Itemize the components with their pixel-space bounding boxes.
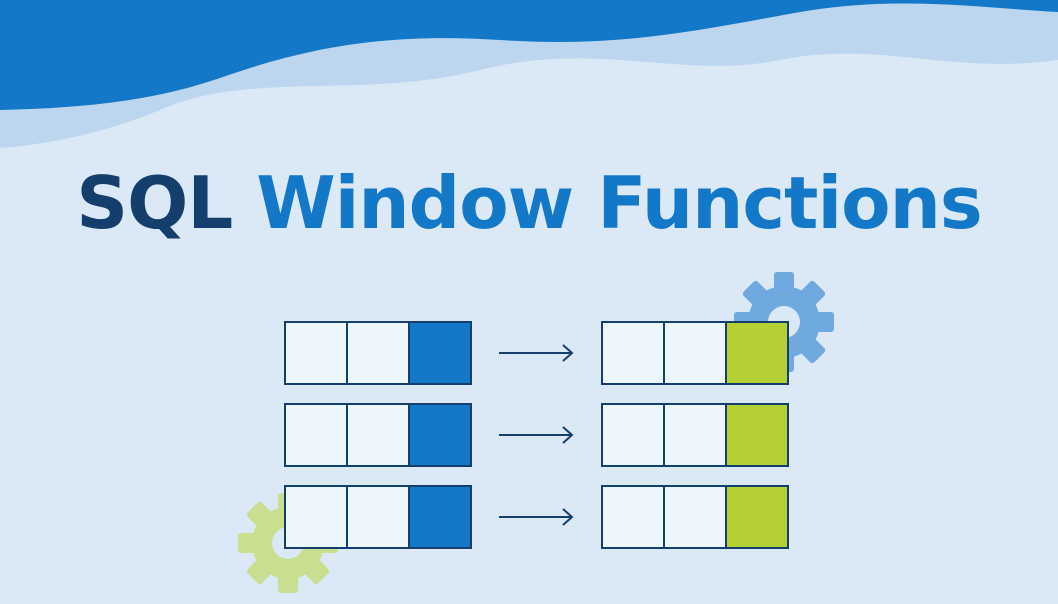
title-sql: SQL — [76, 161, 233, 245]
input-cell — [284, 321, 348, 385]
input-cell — [284, 403, 348, 467]
input-cell — [346, 403, 410, 467]
output-cell — [601, 403, 665, 467]
table-row — [284, 321, 789, 385]
arrow-right-icon — [499, 508, 574, 526]
output-cell — [725, 321, 789, 385]
input-cell — [408, 485, 472, 549]
input-cell — [346, 485, 410, 549]
output-cell — [725, 403, 789, 467]
arrow-right-icon — [499, 426, 574, 444]
output-cell — [725, 485, 789, 549]
input-cell — [346, 321, 410, 385]
page-title: SQL Window Functions — [0, 158, 1058, 248]
table-row — [284, 485, 789, 549]
input-cell — [284, 485, 348, 549]
output-cell — [601, 485, 665, 549]
wave-dark — [0, 0, 1058, 110]
table-row — [284, 403, 789, 467]
output-cell — [663, 485, 727, 549]
arrow-right-icon — [499, 344, 574, 362]
title-window-functions: Window Functions — [256, 161, 982, 245]
output-cell — [601, 321, 665, 385]
output-cell — [663, 321, 727, 385]
input-cell — [408, 403, 472, 467]
output-cell — [663, 403, 727, 467]
input-cell — [408, 321, 472, 385]
